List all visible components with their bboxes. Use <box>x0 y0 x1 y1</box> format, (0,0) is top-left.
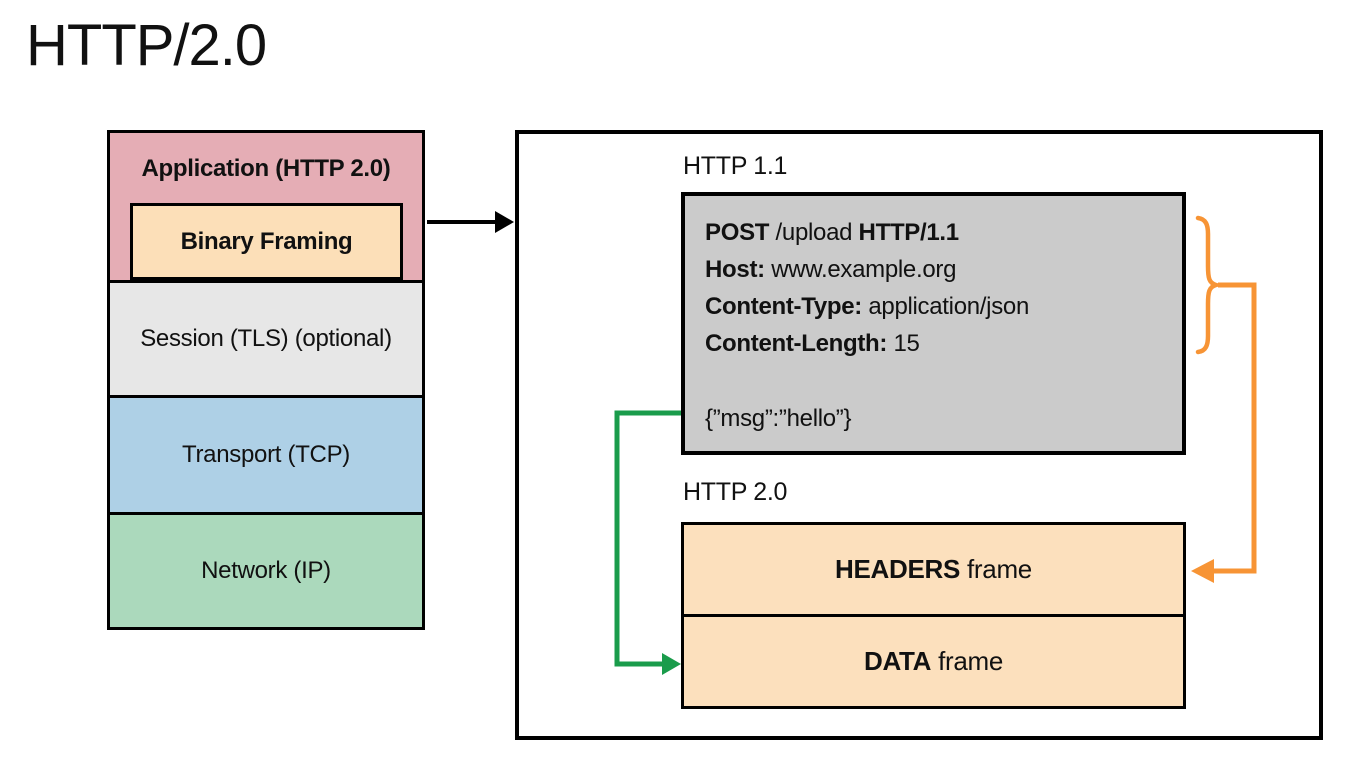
content-length-value: 15 <box>893 330 920 357</box>
http20-frames: HEADERS frame DATA frame <box>681 522 1186 709</box>
stack-layer-transport: Transport (TCP) <box>110 395 422 512</box>
request-path: /upload <box>775 219 853 246</box>
binary-framing-box: Binary Framing <box>130 203 403 280</box>
http11-request-box: POST /upload HTTP/1.1 Host: www.example.… <box>681 192 1186 455</box>
content-type-line: Content-Type: application/json <box>705 288 1174 325</box>
network-layer-label: Network (IP) <box>201 557 331 584</box>
content-type-key: Content-Type: <box>705 293 862 320</box>
http11-section-label: HTTP 1.1 <box>683 152 788 180</box>
data-frame-box: DATA frame <box>681 614 1186 709</box>
request-blank-line <box>705 362 1174 400</box>
host-header-line: Host: www.example.org <box>705 251 1174 288</box>
application-layer-label: Application (HTTP 2.0) <box>141 155 391 182</box>
session-layer-label: Session (TLS) (optional) <box>140 325 392 352</box>
headers-frame-label-bold: HEADERS <box>835 554 961 584</box>
stack-layer-network: Network (IP) <box>110 512 422 627</box>
protocol-stack: Application (HTTP 2.0) Binary Framing Se… <box>107 130 425 630</box>
request-line: POST /upload HTTP/1.1 <box>705 214 1174 251</box>
request-body-line: {”msg”:”hello”} <box>705 405 852 432</box>
content-type-value: application/json <box>868 293 1029 320</box>
content-length-line: Content-Length: 15 <box>705 325 1174 362</box>
data-frame-label-rest: frame <box>938 646 1004 676</box>
page-title: HTTP/2.0 <box>26 13 267 78</box>
data-frame-label: DATA frame <box>864 646 1003 677</box>
headers-frame-box: HEADERS frame <box>681 522 1186 617</box>
headers-frame-label: HEADERS frame <box>835 554 1032 585</box>
http20-section-label: HTTP 2.0 <box>683 478 788 506</box>
host-value: www.example.org <box>771 256 957 283</box>
stack-layer-session: Session (TLS) (optional) <box>110 280 422 395</box>
headers-frame-label-rest: frame <box>967 554 1032 584</box>
host-key: Host: <box>705 256 765 283</box>
content-length-key: Content-Length: <box>705 330 888 357</box>
request-method: POST <box>705 219 770 246</box>
data-frame-label-bold: DATA <box>863 646 932 676</box>
transport-layer-label: Transport (TCP) <box>182 441 350 468</box>
binary-framing-label: Binary Framing <box>180 227 353 255</box>
request-version: HTTP/1.1 <box>858 219 960 246</box>
stack-layer-application: Application (HTTP 2.0) Binary Framing <box>110 133 422 280</box>
stack-to-panel-arrow <box>427 211 514 233</box>
